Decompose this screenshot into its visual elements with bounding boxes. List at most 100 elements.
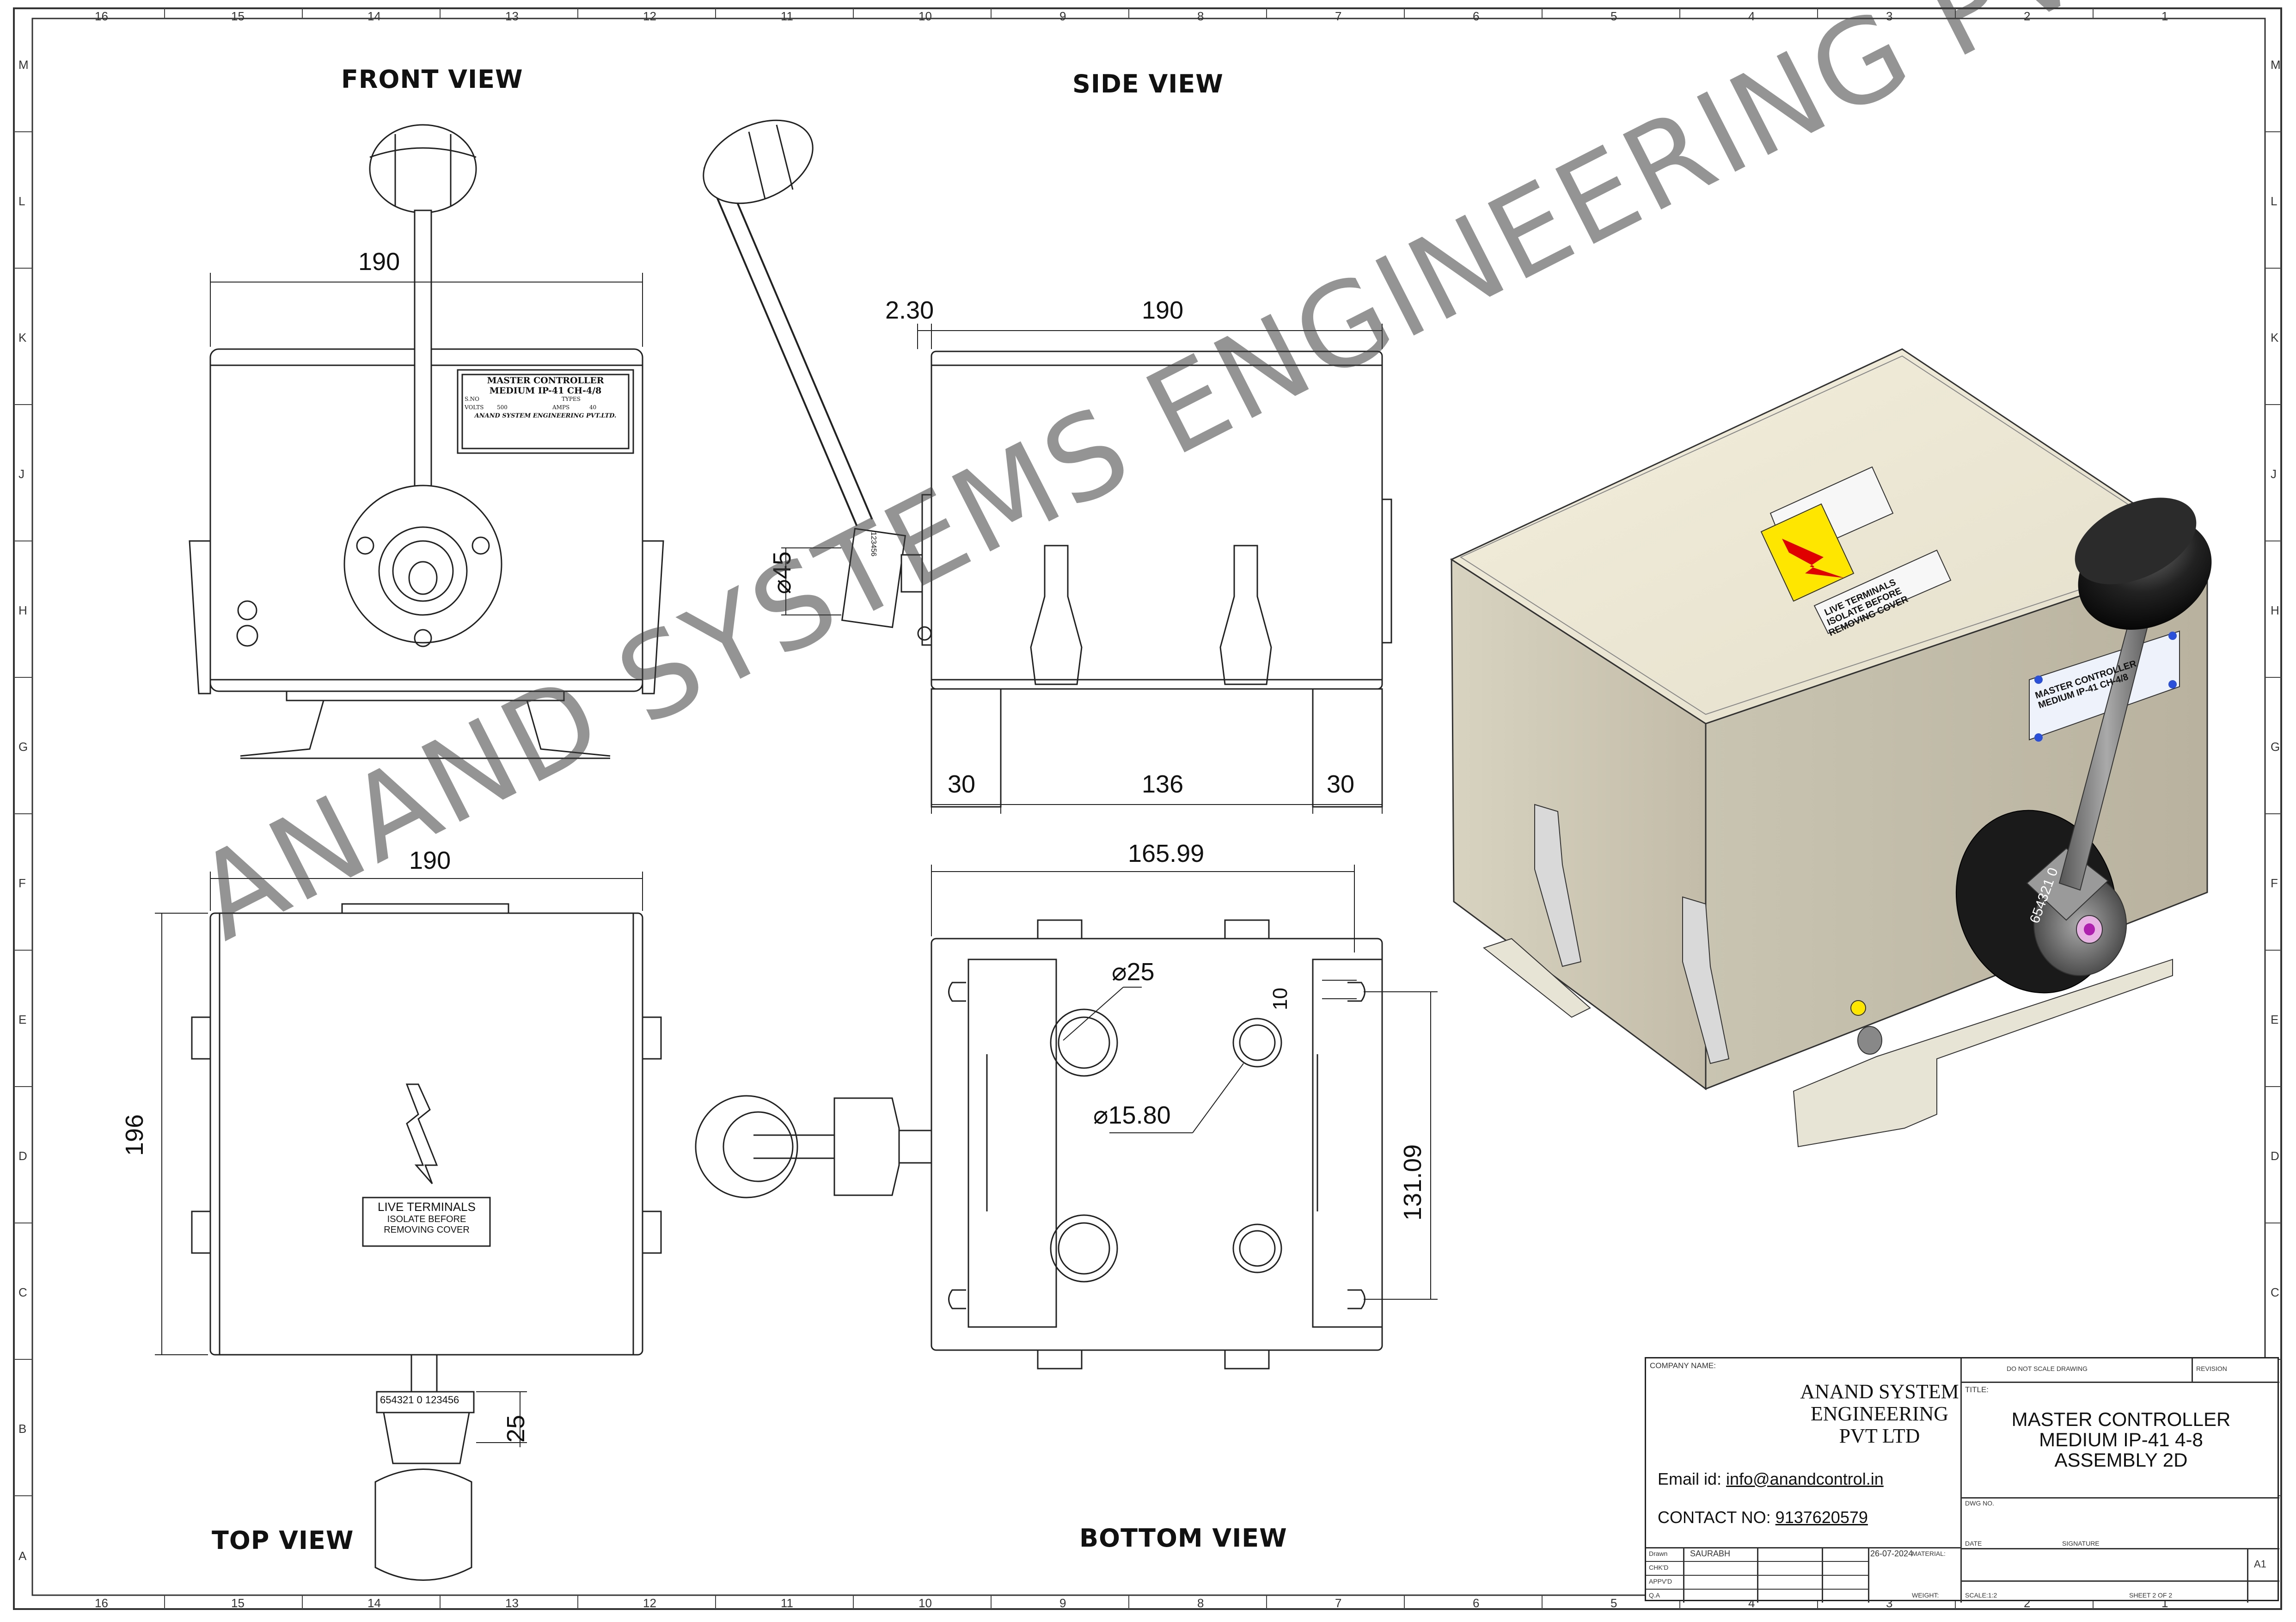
col-5: 5 (1610, 9, 1617, 23)
col-6-bottom: 6 (1473, 1596, 1480, 1610)
warning-line3: REMOVING COVER (384, 1225, 470, 1235)
tb-row-3 (1646, 1589, 1868, 1590)
col-9: 9 (1059, 9, 1066, 23)
side-view-drawing (703, 119, 1392, 808)
tb-row-2 (1646, 1575, 1868, 1576)
diameter-symbol: ⌀ (1093, 1101, 1108, 1129)
zone-ticks (14, 8, 2281, 1609)
tb-title-line3: ASSEMBLY 2D (2054, 1449, 2188, 1471)
col-14-bottom: 14 (367, 1596, 381, 1610)
side-serial: 123456 (869, 532, 877, 557)
nameplate-maker: ANAND SYSTEM ENGINEERING PVT.LTD. (474, 412, 617, 419)
bottom-view-title: BOTTOM VIEW (1079, 1524, 1287, 1553)
warning-line2: ISOLATE BEFORE (387, 1214, 466, 1224)
tb-email-link[interactable]: info@anandcontrol.in (1726, 1469, 1884, 1488)
front-view-drawing (189, 124, 664, 759)
tb-title-line1: MASTER CONTROLLER (2011, 1408, 2231, 1430)
tb-contact-link[interactable]: 9137620579 (1775, 1508, 1868, 1527)
tb-divider-size (2247, 1548, 2248, 1603)
row-a: A (18, 1549, 27, 1563)
tb-title-label: TITLE: (1965, 1385, 1989, 1394)
tb-company-line2: ENGINEERING PVT LTD (1810, 1402, 1949, 1447)
tb-divider-date (1960, 1548, 2279, 1549)
dim-bottom-width: 165.99 (1128, 840, 1205, 867)
col-12-bottom: 12 (643, 1596, 656, 1610)
tb-drawn-by: SAURABH (1690, 1549, 1731, 1558)
tb-signature-label: SIGNATURE (2062, 1540, 2100, 1547)
col-7-bottom: 7 (1335, 1596, 1342, 1610)
nameplate-amps: AMPS (552, 404, 570, 411)
row-d: D (18, 1149, 27, 1163)
tb-divider-sign (1646, 1547, 1960, 1548)
row-e-right: E (2271, 1013, 2279, 1026)
dim-side-foot-right: 30 (1327, 770, 1355, 798)
front-view-title: FRONT VIEW (341, 65, 523, 94)
dimension-lines (155, 273, 1438, 1447)
col-15-bottom: 15 (231, 1596, 245, 1610)
tb-dwg-no: DWG NO. (1965, 1499, 1994, 1507)
tb-email-label: Email id: (1658, 1469, 1727, 1488)
nameplate-row1: S.NO TYPES (465, 396, 626, 404)
tb-do-not-scale: DO NOT SCALE DRAWING (2007, 1365, 2088, 1372)
tb-contact-label: CONTACT NO: (1658, 1508, 1776, 1527)
tb-title-line2: MEDIUM IP-41 4-8 (2039, 1429, 2203, 1450)
isometric-view (1450, 348, 2212, 1148)
col-13: 13 (505, 9, 519, 23)
row-c: C (18, 1285, 27, 1299)
tb-chkd: CHK'D (1649, 1564, 1669, 1571)
col-2: 2 (2024, 9, 2031, 23)
tb-divider-date-col (1868, 1547, 1869, 1603)
dim-top-height: 196 (121, 1114, 148, 1156)
dim-side-foot-left: 30 (948, 770, 976, 798)
tb-size: A1 (2254, 1558, 2266, 1570)
col-15: 15 (231, 9, 245, 23)
dim-bottom-hole-large: ⌀25 (1112, 957, 1155, 986)
row-b: B (18, 1422, 27, 1436)
row-j: J (18, 467, 24, 481)
dim-bottom-hole-small: ⌀15.80 (1093, 1100, 1171, 1130)
col-8: 8 (1197, 9, 1204, 23)
dim-side-offset: 2.30 (885, 296, 934, 324)
tb-divider-dwg (1960, 1497, 2279, 1499)
col-10: 10 (918, 9, 932, 23)
nameplate-volts-value: 500 (497, 404, 508, 411)
diameter-symbol: ⌀ (768, 579, 796, 594)
nameplate-row2: VOLTS 500 AMPS 40 (465, 404, 626, 412)
top-warning-label: LIVE TERMINALS ISOLATE BEFORE REMOVING C… (364, 1200, 489, 1235)
col-1: 1 (2161, 9, 2168, 23)
tb-drawn-date: 26-07-2024 (1870, 1549, 1913, 1558)
tb-weight: WEIGHT: (1912, 1591, 1939, 1599)
tb-material: MATERIAL: (1912, 1550, 1946, 1557)
col-13-bottom: 13 (505, 1596, 519, 1610)
row-m: M (18, 58, 29, 72)
warning-line1: LIVE TERMINALS (378, 1200, 476, 1214)
tb-company-name: ANAND SYSTEM ENGINEERING PVT LTD (1799, 1381, 1960, 1447)
col-6: 6 (1473, 9, 1480, 23)
dim-bottom-offset: 10 (1269, 988, 1292, 1010)
dim-front-width: 190 (358, 248, 400, 276)
tb-divider-rev (2192, 1358, 2193, 1382)
row-j-right: J (2271, 467, 2277, 481)
row-k: K (18, 331, 27, 344)
row-d-right: D (2271, 1149, 2279, 1163)
col-12: 12 (643, 9, 656, 23)
row-l: L (18, 194, 25, 208)
tb-sheet: SHEET 2 OF 2 (2129, 1591, 2173, 1599)
top-serial: 654321 0 123456 (380, 1394, 459, 1406)
nameplate-volts: VOLTS (465, 404, 484, 411)
dim-side-handle-dia: ⌀45 (767, 551, 796, 594)
row-m-right: M (2271, 58, 2281, 72)
tb-qa: Q.A (1649, 1591, 1660, 1599)
col-8-bottom: 8 (1197, 1596, 1204, 1610)
col-3: 3 (1886, 9, 1893, 23)
col-11: 11 (781, 9, 793, 23)
front-nameplate: MASTER CONTROLLER MEDIUM IP-41 CH-4/8 S.… (465, 375, 626, 419)
nameplate-amps-value: 40 (589, 404, 597, 411)
dim-top-knob: 25 (502, 1414, 530, 1443)
row-g: G (18, 740, 28, 754)
nameplate-sno: S.NO (465, 396, 479, 402)
tb-contact: CONTACT NO: 9137620579 (1658, 1508, 1868, 1527)
nameplate-line1: MASTER CONTROLLER (487, 375, 604, 386)
row-c-right: C (2271, 1285, 2279, 1299)
